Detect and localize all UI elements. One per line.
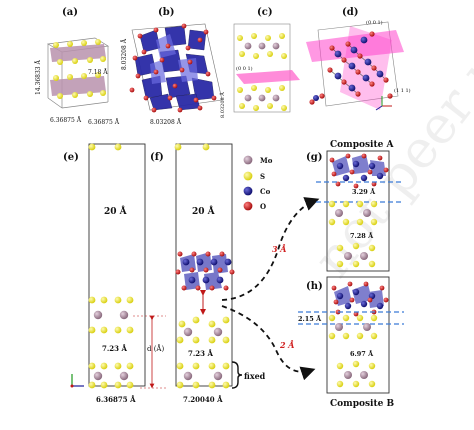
element-legend: Mo S Co O xyxy=(243,155,273,211)
panel-g: Composite A (g) 3.29 Å 7.28 Å xyxy=(306,140,404,272)
panel-e-distance-label: d (Å) xyxy=(147,344,164,353)
arrow-to-composite-b xyxy=(221,305,316,381)
legend-label-s: S xyxy=(260,172,265,181)
arrow-to-composite-a xyxy=(221,197,320,301)
fixed-brace xyxy=(231,361,243,389)
panel-a-label: (a) xyxy=(62,7,78,18)
panel-b-label: (b) xyxy=(158,7,174,18)
panel-a-dim-bottom-left: 6.36875 Å xyxy=(50,116,82,124)
legend-swatch-co xyxy=(243,186,253,196)
panel-d-axes-icon xyxy=(375,96,392,111)
legend-label-mo: Mo xyxy=(260,156,273,165)
legend-swatch-s xyxy=(243,171,253,181)
panel-e-label: (e) xyxy=(63,152,79,163)
arrow-label-lower: 2 Å xyxy=(279,340,295,350)
panel-h: (h) 2.15 Å 6.97 Å Composite B xyxy=(298,276,404,409)
legend-swatch-o xyxy=(243,201,253,211)
panel-f-label: (f) xyxy=(150,152,164,163)
panel-c-plane-label: (0 0 1) xyxy=(236,65,253,72)
panel-d-plane-label-right: (1 1 1) xyxy=(394,87,411,94)
composite-a-gap: 3.29 Å xyxy=(352,187,376,196)
panel-e-bottom-dim: 6.36875 Å xyxy=(96,395,136,404)
panel-a-dim-inner: 7.18 Å xyxy=(88,68,108,76)
panel-c: (c) (0 0 1) xyxy=(233,7,300,113)
panel-b-dim-bottom: 8.03208 Å xyxy=(150,118,182,126)
panel-d: (d) (0 0 1) (1 1 1) xyxy=(306,7,411,111)
panel-h-label: (h) xyxy=(306,281,323,292)
composite-b-title: Composite B xyxy=(330,399,394,409)
panel-b-dim-right: 8.03208 Å xyxy=(218,92,226,118)
arrow-label-upper: 3 Å xyxy=(272,244,287,254)
panel-b-dim-left: 8.03208 Å xyxy=(120,38,128,70)
panel-a: (a) 14.36833 Å 7.18 Å 6.36875 Å 6.36875 … xyxy=(34,7,120,126)
composite-a-spacing: 7.28 Å xyxy=(350,231,374,240)
panel-f-vacuum-label: 20 Å xyxy=(192,205,216,217)
panel-g-label: (g) xyxy=(306,152,322,163)
panel-e: (e) 20 Å 7.23 Å d (Å) 6.36875 Å xyxy=(63,143,166,404)
composite-a-title: Composite A xyxy=(330,140,394,150)
legend-label-co: Co xyxy=(260,187,271,196)
legend-label-o: O xyxy=(260,202,266,211)
fixed-label: fixed xyxy=(244,371,266,381)
panel-d-plane-label-top: (0 0 1) xyxy=(366,19,383,26)
panel-e-axes-icon xyxy=(70,374,84,388)
panel-f-bottom-dim: 7.20040 Å xyxy=(183,395,223,404)
composite-b-gap: 2.15 Å xyxy=(298,314,322,323)
legend-swatch-mo xyxy=(243,155,253,165)
composite-b-spacing: 6.97 Å xyxy=(350,349,374,358)
panel-b: (b) 8.03208 Å 8.03208 Å 8.03208 Å xyxy=(120,7,226,126)
panel-e-vacuum-label: 20 Å xyxy=(104,205,128,217)
panel-f: (f) 20 Å xyxy=(150,143,266,404)
panel-a-dim-vertical: 14.36833 Å xyxy=(34,59,42,95)
panel-a-dim-bottom-right: 6.36875 Å xyxy=(88,118,120,126)
panel-f-co3o4-slab xyxy=(175,251,235,291)
panel-d-label: (d) xyxy=(342,7,358,18)
panel-c-label: (c) xyxy=(257,7,273,18)
panel-e-spacing-label: 7.23 Å xyxy=(102,344,127,353)
panel-f-spacing-label: 7.23 Å xyxy=(188,349,213,358)
